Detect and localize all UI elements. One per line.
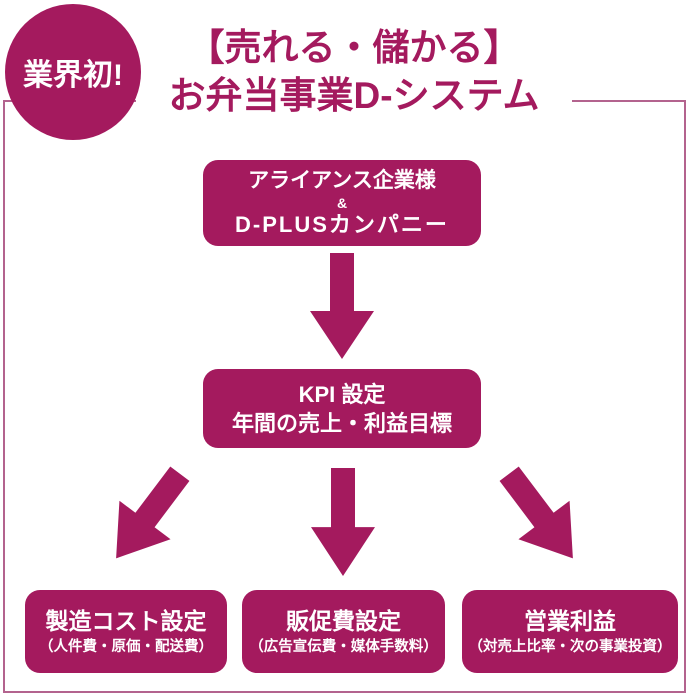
alliance-box: アライアンス企業様 & D-PLUSカンパニー <box>203 160 481 246</box>
operating-profit-subtitle: （対売上比率・次の事業投資） <box>468 638 672 655</box>
promotion-cost-subtitle: （広告宣伝費・媒体手数料） <box>249 638 438 655</box>
down-arrow-icon <box>311 468 375 576</box>
title-line-1: 【売れる・儲かる】 <box>187 27 521 68</box>
kpi-box: KPI 設定 年間の売上・利益目標 <box>203 369 481 448</box>
promotion-cost-box: 販促費設定 （広告宣伝費・媒体手数料） <box>242 590 445 673</box>
operating-profit-title: 営業利益 <box>524 607 616 634</box>
page-title: 【売れる・儲かる】 お弁当事業D-システム <box>136 18 572 126</box>
title-line-2: お弁当事業D-システム <box>168 75 540 116</box>
alliance-line-3: D-PLUSカンパニー <box>235 212 449 237</box>
industry-first-badge: 業界初! <box>5 4 141 140</box>
down-right-arrow-icon <box>484 454 599 577</box>
down-arrow-icon <box>310 253 374 359</box>
alliance-line-1: アライアンス企業様 <box>248 169 436 192</box>
down-left-arrow-icon <box>91 454 206 577</box>
promotion-cost-title: 販促費設定 <box>286 607 401 634</box>
kpi-line-1: KPI 設定 <box>298 381 386 407</box>
manufacturing-cost-title: 製造コスト設定 <box>45 607 207 634</box>
kpi-line-2: 年間の売上・利益目標 <box>231 410 452 436</box>
alliance-ampersand: & <box>336 195 348 211</box>
operating-profit-box: 営業利益 （対売上比率・次の事業投資） <box>462 590 678 673</box>
manufacturing-cost-subtitle: （人件費・原価・配送費） <box>39 638 213 655</box>
manufacturing-cost-box: 製造コスト設定 （人件費・原価・配送費） <box>25 590 227 673</box>
badge-label: 業界初! <box>23 59 123 92</box>
